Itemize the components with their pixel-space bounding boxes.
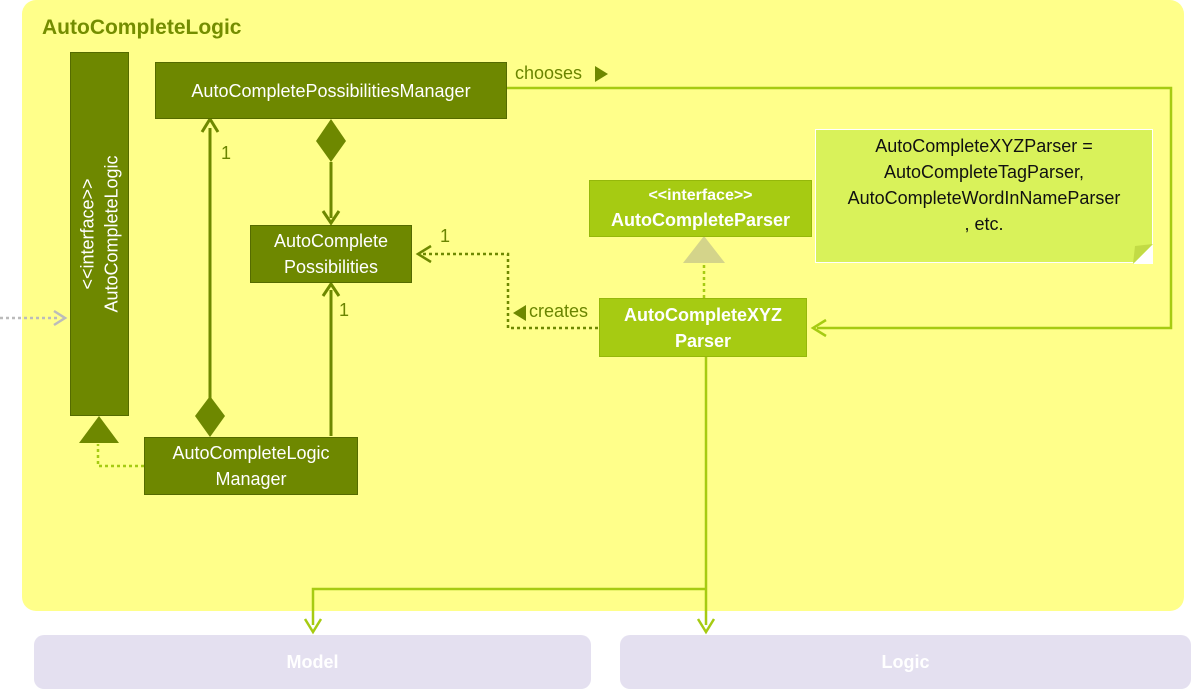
chooses-association [507, 86, 1173, 330]
chooses-direction-icon [595, 66, 608, 82]
note-line3: AutoCompleteWordInNameParser [847, 188, 1121, 208]
realization-triangle-logic [79, 416, 119, 443]
interface-logic-stereotype: <<interface>> [77, 178, 98, 290]
autocomplete-xyz-parser: AutoCompleteXYZ Parser [599, 298, 807, 357]
label-creates: creates [529, 301, 589, 321]
possibilities-line2: Possibilities [283, 257, 379, 277]
incoming-dependency-arrowhead [53, 309, 68, 327]
multiplicity-pm: 1 [221, 143, 232, 163]
dependency-to-model [311, 587, 706, 625]
xyz-parser-line1: AutoCompleteXYZ [623, 304, 782, 325]
logic-arrowhead [696, 618, 716, 635]
logic-manager-line1: AutoCompleteLogic [172, 443, 330, 463]
interface-autocompletelogic: <<interface>> AutoCompleteLogic [70, 52, 129, 416]
autocomplete-possibilities-manager: AutoCompletePossibilitiesManager [155, 62, 507, 119]
possibilities-line1: AutoComplete [273, 231, 389, 251]
multiplicity-xyz-poss: 1 [440, 226, 451, 246]
navigability-arrow-poss [321, 210, 341, 226]
composition-diamond-lm [195, 396, 225, 437]
parser-interface-stereotype: <<interface>> [648, 186, 753, 204]
creates-direction-icon [513, 305, 526, 321]
possibilities-manager-label: AutoCompletePossibilitiesManager [191, 80, 471, 101]
note-line4: , etc. [964, 214, 1004, 234]
label-chooses: chooses [515, 63, 583, 83]
note-parser-examples: AutoCompleteXYZParser = AutoCompleteTagP… [815, 129, 1153, 263]
component-logic: Logic [620, 635, 1191, 689]
logic-manager-line2: Manager [215, 469, 287, 489]
component-model: Model [34, 635, 591, 689]
note-line2: AutoCompleteTagParser, [883, 162, 1085, 182]
parser-interface-name: AutoCompleteParser [610, 209, 791, 230]
creates-dependency [422, 252, 598, 330]
logic-label: Logic [881, 651, 930, 672]
package-title: AutoCompleteLogic [42, 16, 242, 39]
composition-diamond-pm [316, 119, 346, 162]
multiplicity-lm-poss: 1 [339, 300, 350, 320]
note-line1: AutoCompleteXYZParser = [875, 136, 1093, 156]
note-fold-corner [1133, 244, 1153, 264]
navigability-arrow-lm-poss [321, 281, 341, 297]
model-label: Model [286, 651, 339, 672]
interface-logic-name: AutoCompleteLogic [101, 155, 122, 313]
creates-arrowhead [415, 244, 432, 264]
xyz-parser-line2: Parser [674, 330, 732, 351]
realization-triangle-parser [683, 236, 725, 263]
autocomplete-logic-manager: AutoCompleteLogic Manager [144, 437, 358, 495]
navigability-arrow-pm [200, 116, 220, 133]
realization-logic-manager [96, 444, 144, 468]
interface-autocompleteparser: <<interface>> AutoCompleteParser [589, 180, 812, 237]
autocomplete-possibilities: AutoComplete Possibilities [250, 225, 412, 283]
chooses-arrowhead [810, 318, 827, 338]
model-arrowhead [303, 618, 323, 635]
